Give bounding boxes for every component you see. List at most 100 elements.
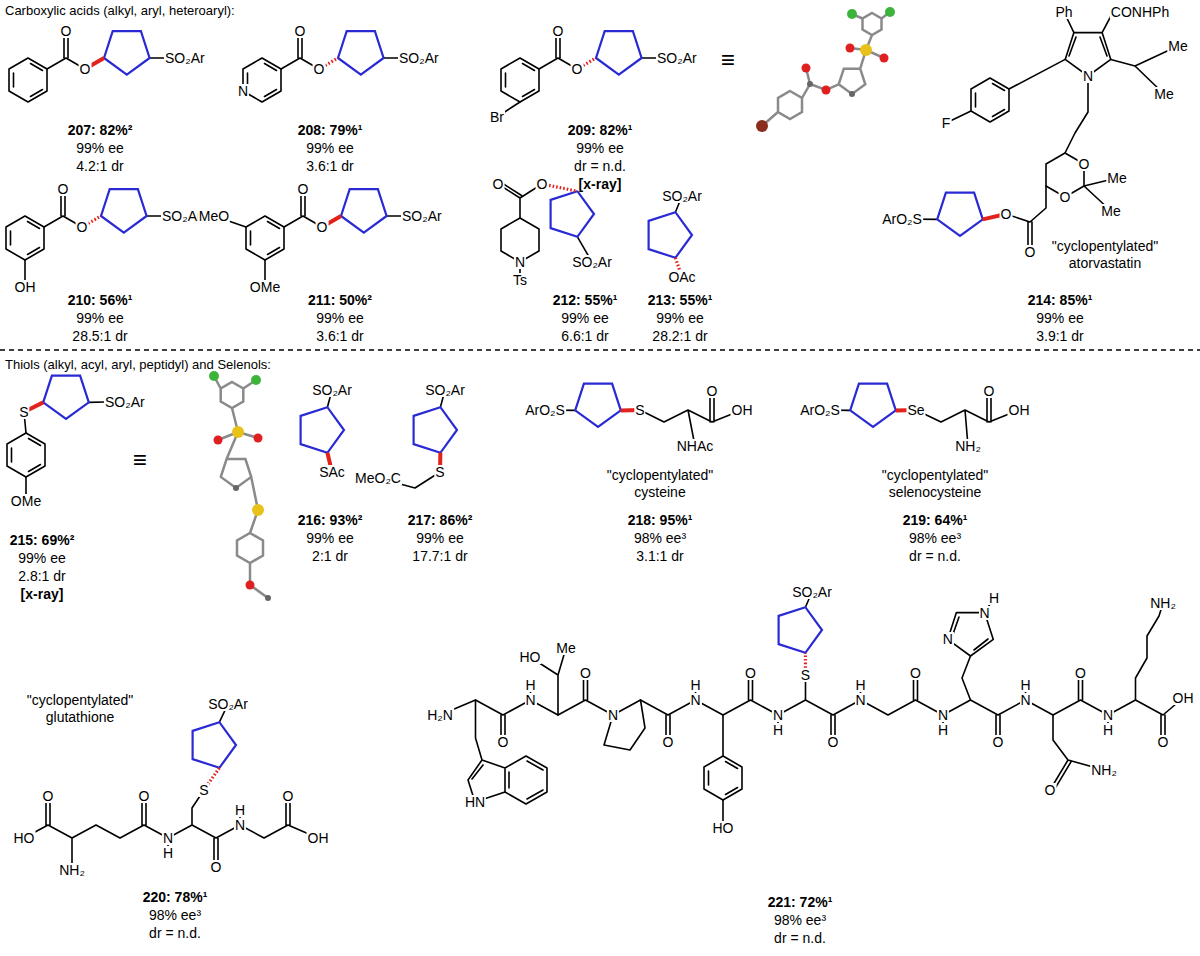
atom-label: NH₂ <box>58 863 86 877</box>
compound-note: 98% ee³ <box>633 531 687 545</box>
compound-note: 3.6:1 dr <box>315 329 364 343</box>
atom-label: H <box>772 723 784 737</box>
atom-label: S <box>434 465 445 479</box>
ring-outline <box>596 31 642 74</box>
compound-note: 4.2:1 dr <box>75 159 124 173</box>
bond-line <box>497 33 656 117</box>
section-divider <box>0 349 1200 350</box>
atom-label: N <box>689 693 701 707</box>
cyclopentane-rings <box>43 31 983 768</box>
ring-outline <box>338 31 384 74</box>
bond-line <box>25 191 161 287</box>
bond-line <box>214 191 401 287</box>
atom-label: O <box>1059 190 1072 204</box>
atom-sphere <box>214 436 223 445</box>
ring-outline <box>193 722 236 768</box>
bond-lines <box>6 12 1183 870</box>
atom-label: SO₂Ar <box>661 189 703 203</box>
ring-outline <box>6 216 44 260</box>
compound-note: 28.2:1 dr <box>651 329 708 343</box>
atom-label: O <box>552 24 565 38</box>
compound-note: "cyclopentylated" <box>881 468 989 482</box>
atom-sphere <box>822 86 831 95</box>
section-heading: Thiols (alkyl, acyl, aryl, peptidyl) and… <box>4 358 272 371</box>
atom-label: N <box>524 693 536 707</box>
xray-structure <box>756 7 895 132</box>
atom-label: O <box>210 860 223 874</box>
compound-note: dr = n.d. <box>148 926 202 940</box>
compound-note: 99% ee <box>305 531 354 545</box>
compound-number: [x-ray] <box>578 177 623 191</box>
atom-sphere <box>252 504 264 516</box>
compound-number: 212: 55%¹ <box>552 293 619 307</box>
bond-line <box>1050 715 1104 792</box>
atom-label: ArO₂S <box>799 403 841 417</box>
ring-outline <box>104 31 150 74</box>
compound-note: 99% ee <box>75 311 124 325</box>
atom-label: SO₂Ar <box>571 255 613 269</box>
ring-outline <box>937 193 983 236</box>
bond-line <box>1136 603 1164 700</box>
compound-note: atorvastatin <box>1068 256 1142 270</box>
atom-label: N <box>1019 693 1031 707</box>
atom-label: N <box>237 84 249 98</box>
atom-label: O <box>57 182 70 196</box>
compound-note: 98% ee³ <box>773 913 827 927</box>
compound-number: 210: 56%¹ <box>67 293 134 307</box>
compound-number: 214: 85%¹ <box>1027 293 1094 307</box>
compound-note: 2.8:1 dr <box>17 569 66 583</box>
compound-note: cysteine <box>633 485 686 499</box>
atom-label: O <box>60 24 73 38</box>
atom-label: OMe <box>249 280 281 294</box>
compound-note: 99% ee <box>75 141 124 155</box>
compound-number: 207: 82%² <box>67 123 134 137</box>
atom-label: HO <box>712 821 735 835</box>
atom-label: O <box>138 789 151 803</box>
section-heading: Carboxylic acids (alkyl, aryl, heteroary… <box>4 4 236 17</box>
bond-line <box>722 715 724 828</box>
atom-label: OH <box>1172 691 1195 705</box>
atom-sphere <box>246 581 255 590</box>
atom-label: O <box>313 62 326 76</box>
atom-label: NH₂ <box>954 439 982 453</box>
ring-outline <box>551 191 594 237</box>
atom-label: Me <box>1100 204 1121 218</box>
compound-number: 217: 86%² <box>407 513 474 527</box>
ring-outline <box>7 433 45 477</box>
atom-label: O <box>79 62 92 76</box>
atom-label: S <box>800 668 811 682</box>
atom-label: O <box>992 735 1005 749</box>
atom-label: O <box>1044 783 1057 797</box>
atom-sphere <box>265 595 271 601</box>
atom-sphere <box>254 434 263 443</box>
ring-outline <box>704 756 742 800</box>
atom-label: MeO <box>198 209 230 223</box>
equivalence-symbol: ≡ <box>132 448 148 472</box>
compound-note: 99% ee <box>575 141 624 155</box>
atom-label: SAc <box>318 465 346 479</box>
atom-label: Me <box>1153 87 1174 101</box>
atom-label: S <box>634 403 645 417</box>
atom-label: N <box>1082 69 1094 83</box>
ring-outline <box>850 384 896 427</box>
compound-note: "cyclopentylated" <box>606 468 714 482</box>
compound-note: dr = n.d. <box>773 931 827 945</box>
bond-line <box>762 12 890 126</box>
atom-label: F <box>941 116 952 130</box>
atom-label: NHAc <box>676 439 715 453</box>
atom-label: SO₂Ar <box>401 209 443 223</box>
atom-label: N <box>514 255 526 269</box>
atom-label: OH <box>307 831 330 845</box>
atom-label: HO <box>13 831 36 845</box>
atom-label: SO₂Ar <box>104 395 146 409</box>
atom-label: Me <box>555 641 576 655</box>
atom-label: SO₂Ar <box>791 585 833 599</box>
compound-note: "cyclopentylated" <box>1051 239 1159 253</box>
atom-label: Me <box>1167 39 1188 53</box>
atom-sphere <box>251 375 261 385</box>
compound-note: 99% ee <box>415 531 464 545</box>
atom-label: O <box>909 666 922 680</box>
atom-label: O <box>497 735 510 749</box>
atom-sphere <box>232 426 244 438</box>
